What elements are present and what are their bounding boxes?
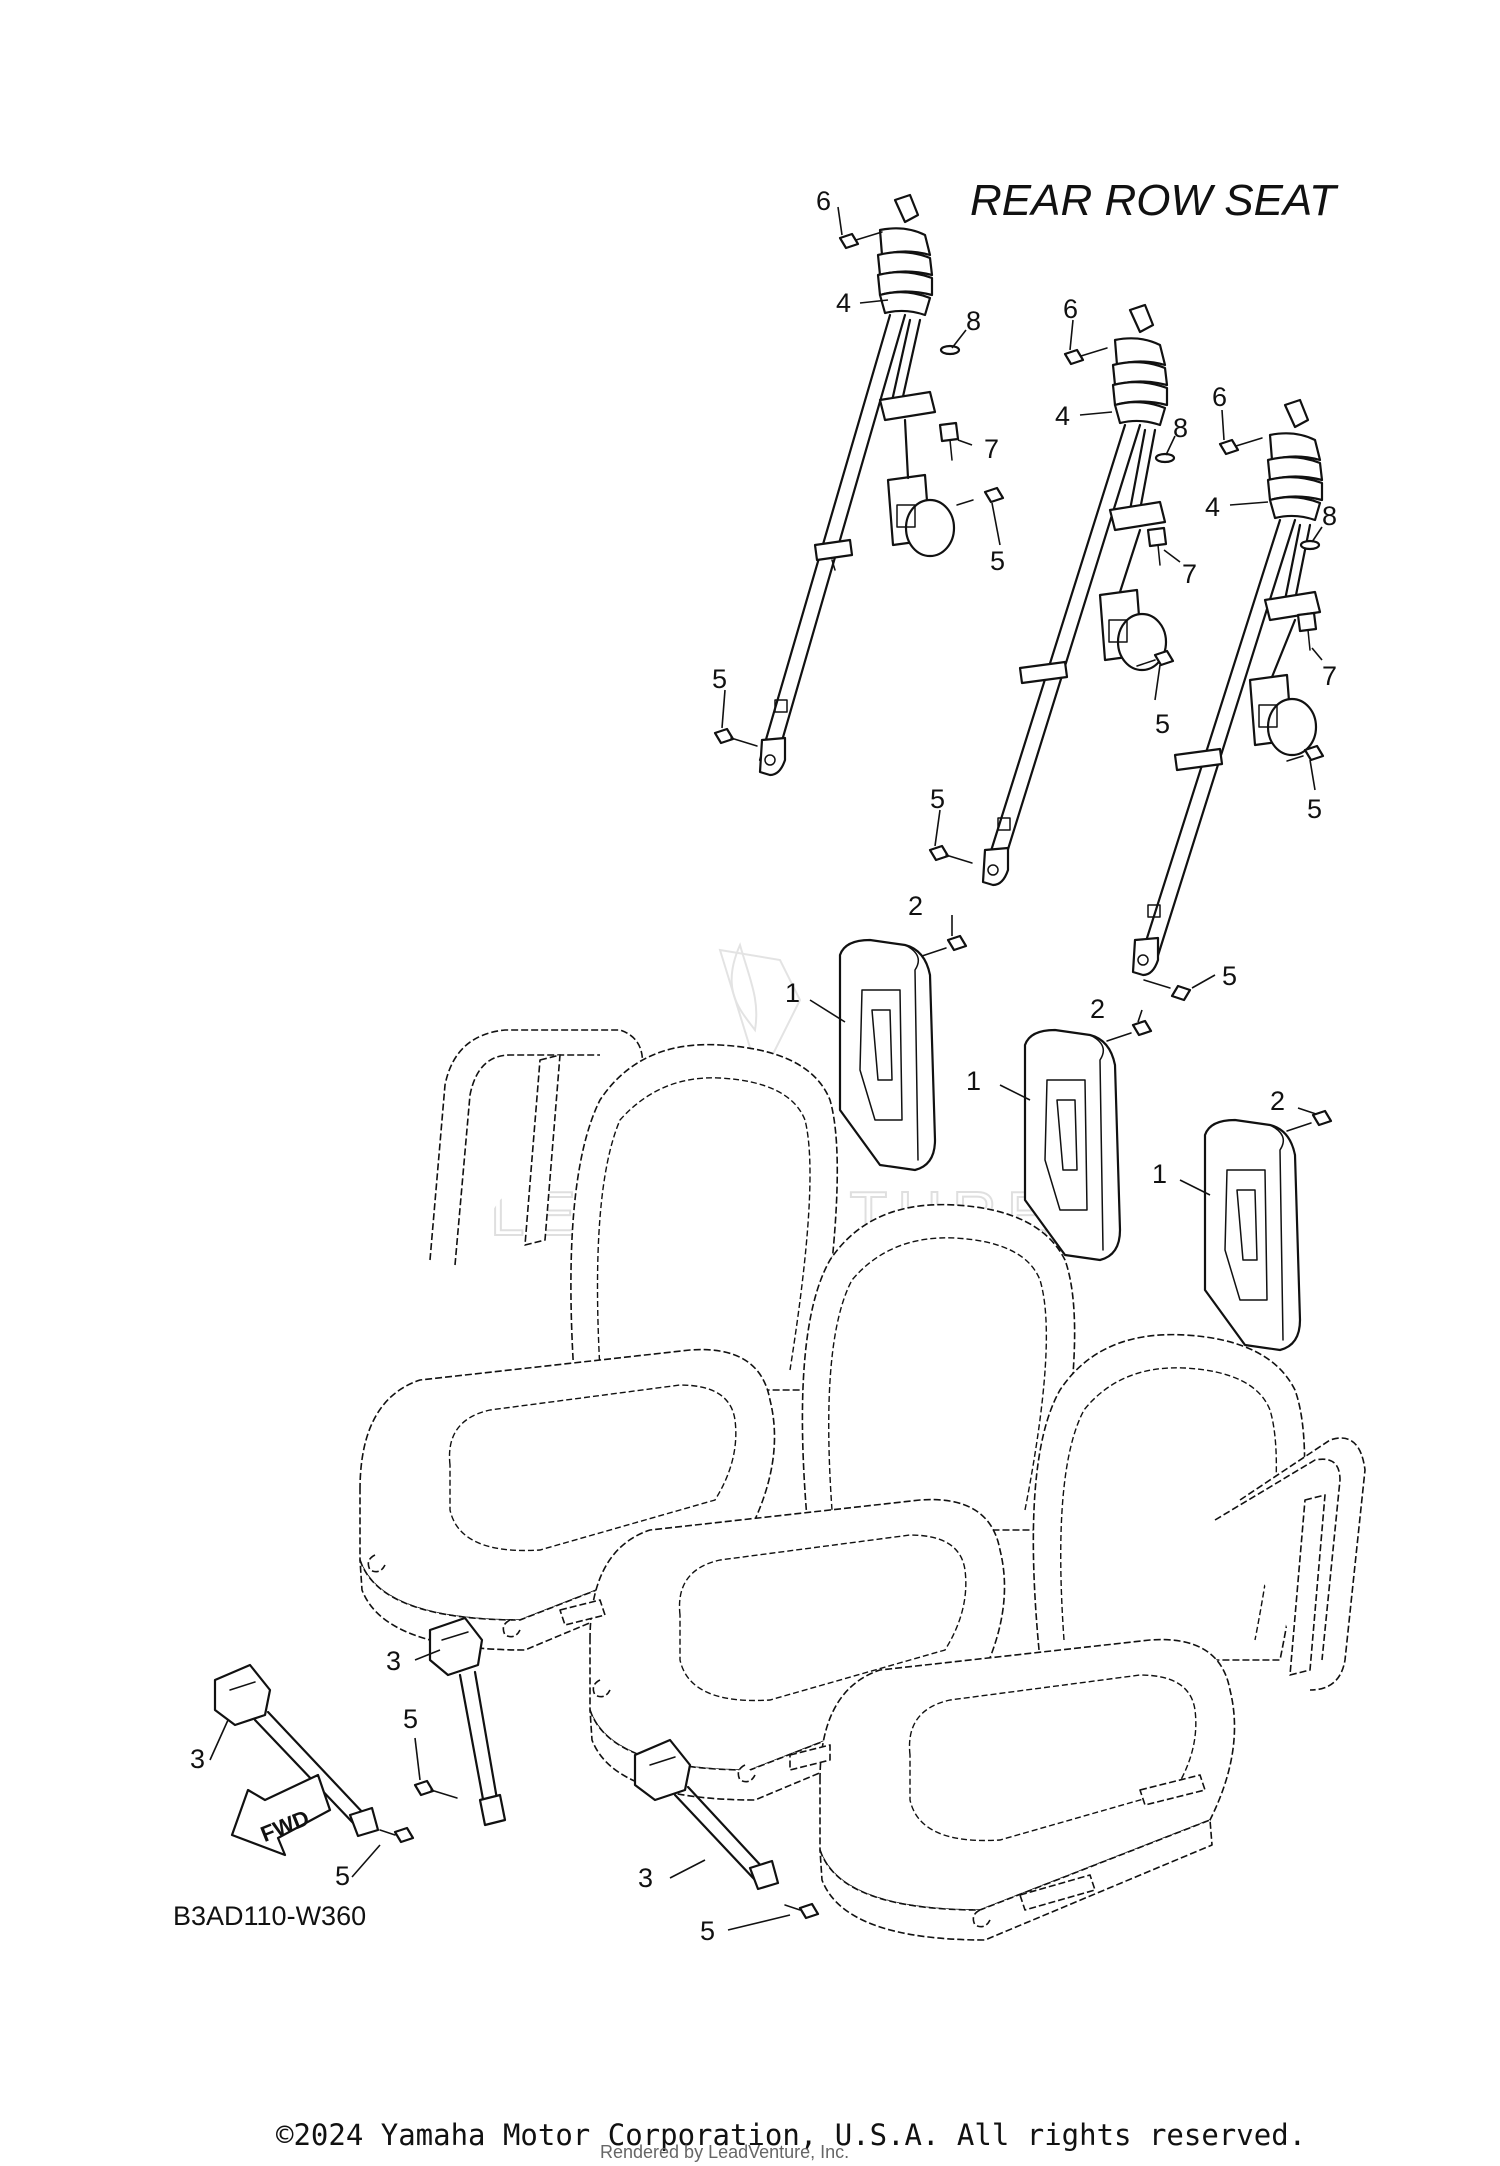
bolt-5f-icon: [1143, 979, 1192, 1002]
bolt-7a-icon: [938, 421, 960, 461]
rendered-by-notice: Rendered by LeadVenture, Inc.: [600, 2142, 850, 2162]
callout-5: 5: [1307, 794, 1322, 824]
fwd-arrow-icon: FWD: [230, 1773, 332, 1857]
callout-5: 5: [700, 1916, 715, 1946]
bolt-6b-icon: [1063, 347, 1108, 366]
callout-1: 1: [966, 1066, 981, 1096]
callout-6: 6: [816, 186, 831, 216]
seat-bench: [359, 1029, 1366, 1941]
buckle-2: [428, 1616, 507, 1827]
leader-lines: [209, 206, 1323, 1931]
callout-4: 4: [1055, 401, 1070, 431]
callout-5: 5: [990, 546, 1005, 576]
callout-7: 7: [1322, 661, 1337, 691]
callout-3: 3: [386, 1646, 401, 1676]
bolt-5i-icon: [784, 1902, 820, 1920]
seat-back-pad-3: [1203, 1118, 1302, 1352]
bolt-6a-icon: [838, 231, 883, 250]
callout-2: 2: [1090, 994, 1105, 1024]
callout-8: 8: [1173, 413, 1188, 443]
callout-7: 7: [1182, 559, 1197, 589]
bolt-5b-icon: [713, 727, 758, 747]
bolt-5a-icon: [956, 486, 1005, 506]
bolt-2c-icon: [1286, 1109, 1333, 1132]
diagram-title: REAR ROW SEAT: [970, 176, 1339, 225]
callout-7: 7: [984, 434, 999, 464]
callout-5: 5: [403, 1704, 418, 1734]
callout-1: 1: [785, 978, 800, 1008]
callout-3: 3: [190, 1744, 205, 1774]
callout-3: 3: [638, 1863, 653, 1893]
callout-8: 8: [966, 306, 981, 336]
bolt-6c-icon: [1218, 437, 1263, 456]
callout-2: 2: [908, 891, 923, 921]
callout-5: 5: [930, 784, 945, 814]
bolt-2a-icon: [921, 934, 968, 957]
copyright-notice: ©2024 Yamaha Motor Corporation, U.S.A. A…: [276, 2118, 1307, 2152]
bolt-7b-icon: [1146, 526, 1168, 566]
callout-labels: 6 4 8 7 5 5 6 4 8 7 5 5 6 4 8 7 5 5 2 2 …: [190, 186, 1337, 1946]
washer-8b-icon: [1154, 452, 1176, 464]
callout-2: 2: [1270, 1086, 1285, 1116]
washer-8c-icon: [1299, 539, 1321, 551]
bolt-7c-icon: [1296, 611, 1318, 651]
seat-belt-assembly-2: [981, 303, 1169, 887]
callout-4: 4: [1205, 492, 1220, 522]
callout-4: 4: [836, 288, 851, 318]
bolt-5g-icon: [413, 1779, 458, 1799]
callout-6: 6: [1063, 294, 1078, 324]
callout-1: 1: [1152, 1159, 1167, 1189]
buckle-1: [213, 1663, 380, 1838]
callout-5: 5: [1155, 709, 1170, 739]
seat-back-pad-1: [838, 938, 937, 1172]
bolt-5d-icon: [928, 844, 973, 864]
seat-belt-assembly-1: [758, 193, 956, 777]
bolt-2b-icon: [1106, 1019, 1153, 1042]
callout-5: 5: [335, 1861, 350, 1891]
buckle-3: [633, 1738, 780, 1891]
seat-belt-assembly-3: [1131, 398, 1324, 977]
bolt-5e-icon: [1286, 744, 1325, 762]
bolt-5c-icon: [1136, 649, 1175, 667]
diagram-code: B3AD110-W360: [173, 1901, 366, 1931]
bolt-group: [379, 231, 1333, 1920]
callout-5: 5: [712, 664, 727, 694]
callout-8: 8: [1322, 501, 1337, 531]
callout-6: 6: [1212, 382, 1227, 412]
seat-back-pad-2: [1023, 1028, 1122, 1262]
callout-5: 5: [1222, 961, 1237, 991]
bolt-5h-icon: [379, 1826, 415, 1844]
washer-8a-icon: [939, 344, 961, 356]
